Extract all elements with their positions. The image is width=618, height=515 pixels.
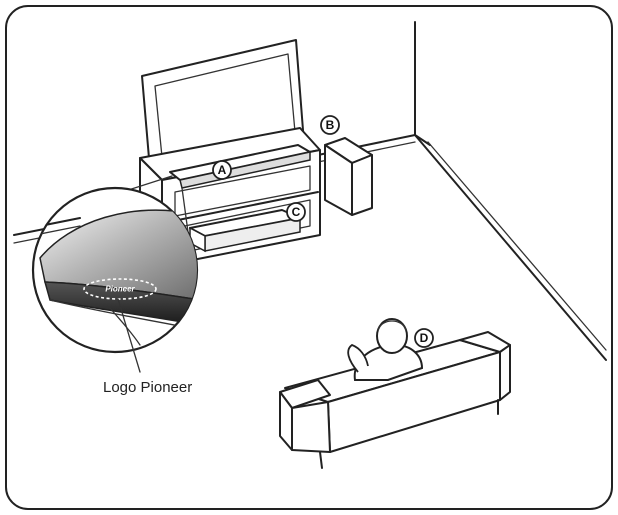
marker-d-label: D: [420, 331, 429, 345]
callout-label: Logo Pioneer: [103, 379, 192, 396]
marker-c-label: C: [292, 205, 301, 219]
marker-d: D: [414, 328, 434, 348]
marker-a: A: [212, 160, 232, 180]
device-c: [189, 209, 301, 253]
listener-d: [347, 318, 424, 381]
marker-a-label: A: [218, 163, 227, 177]
marker-b-label: B: [326, 118, 335, 132]
logo-highlight: [83, 278, 157, 300]
logo-text: Pioneer: [105, 285, 135, 294]
marker-b: B: [320, 115, 340, 135]
soundbar-a: [169, 144, 311, 189]
speaker-b: [324, 137, 373, 216]
marker-c: C: [286, 202, 306, 222]
magnifier-callout: Pioneer: [31, 186, 199, 373]
